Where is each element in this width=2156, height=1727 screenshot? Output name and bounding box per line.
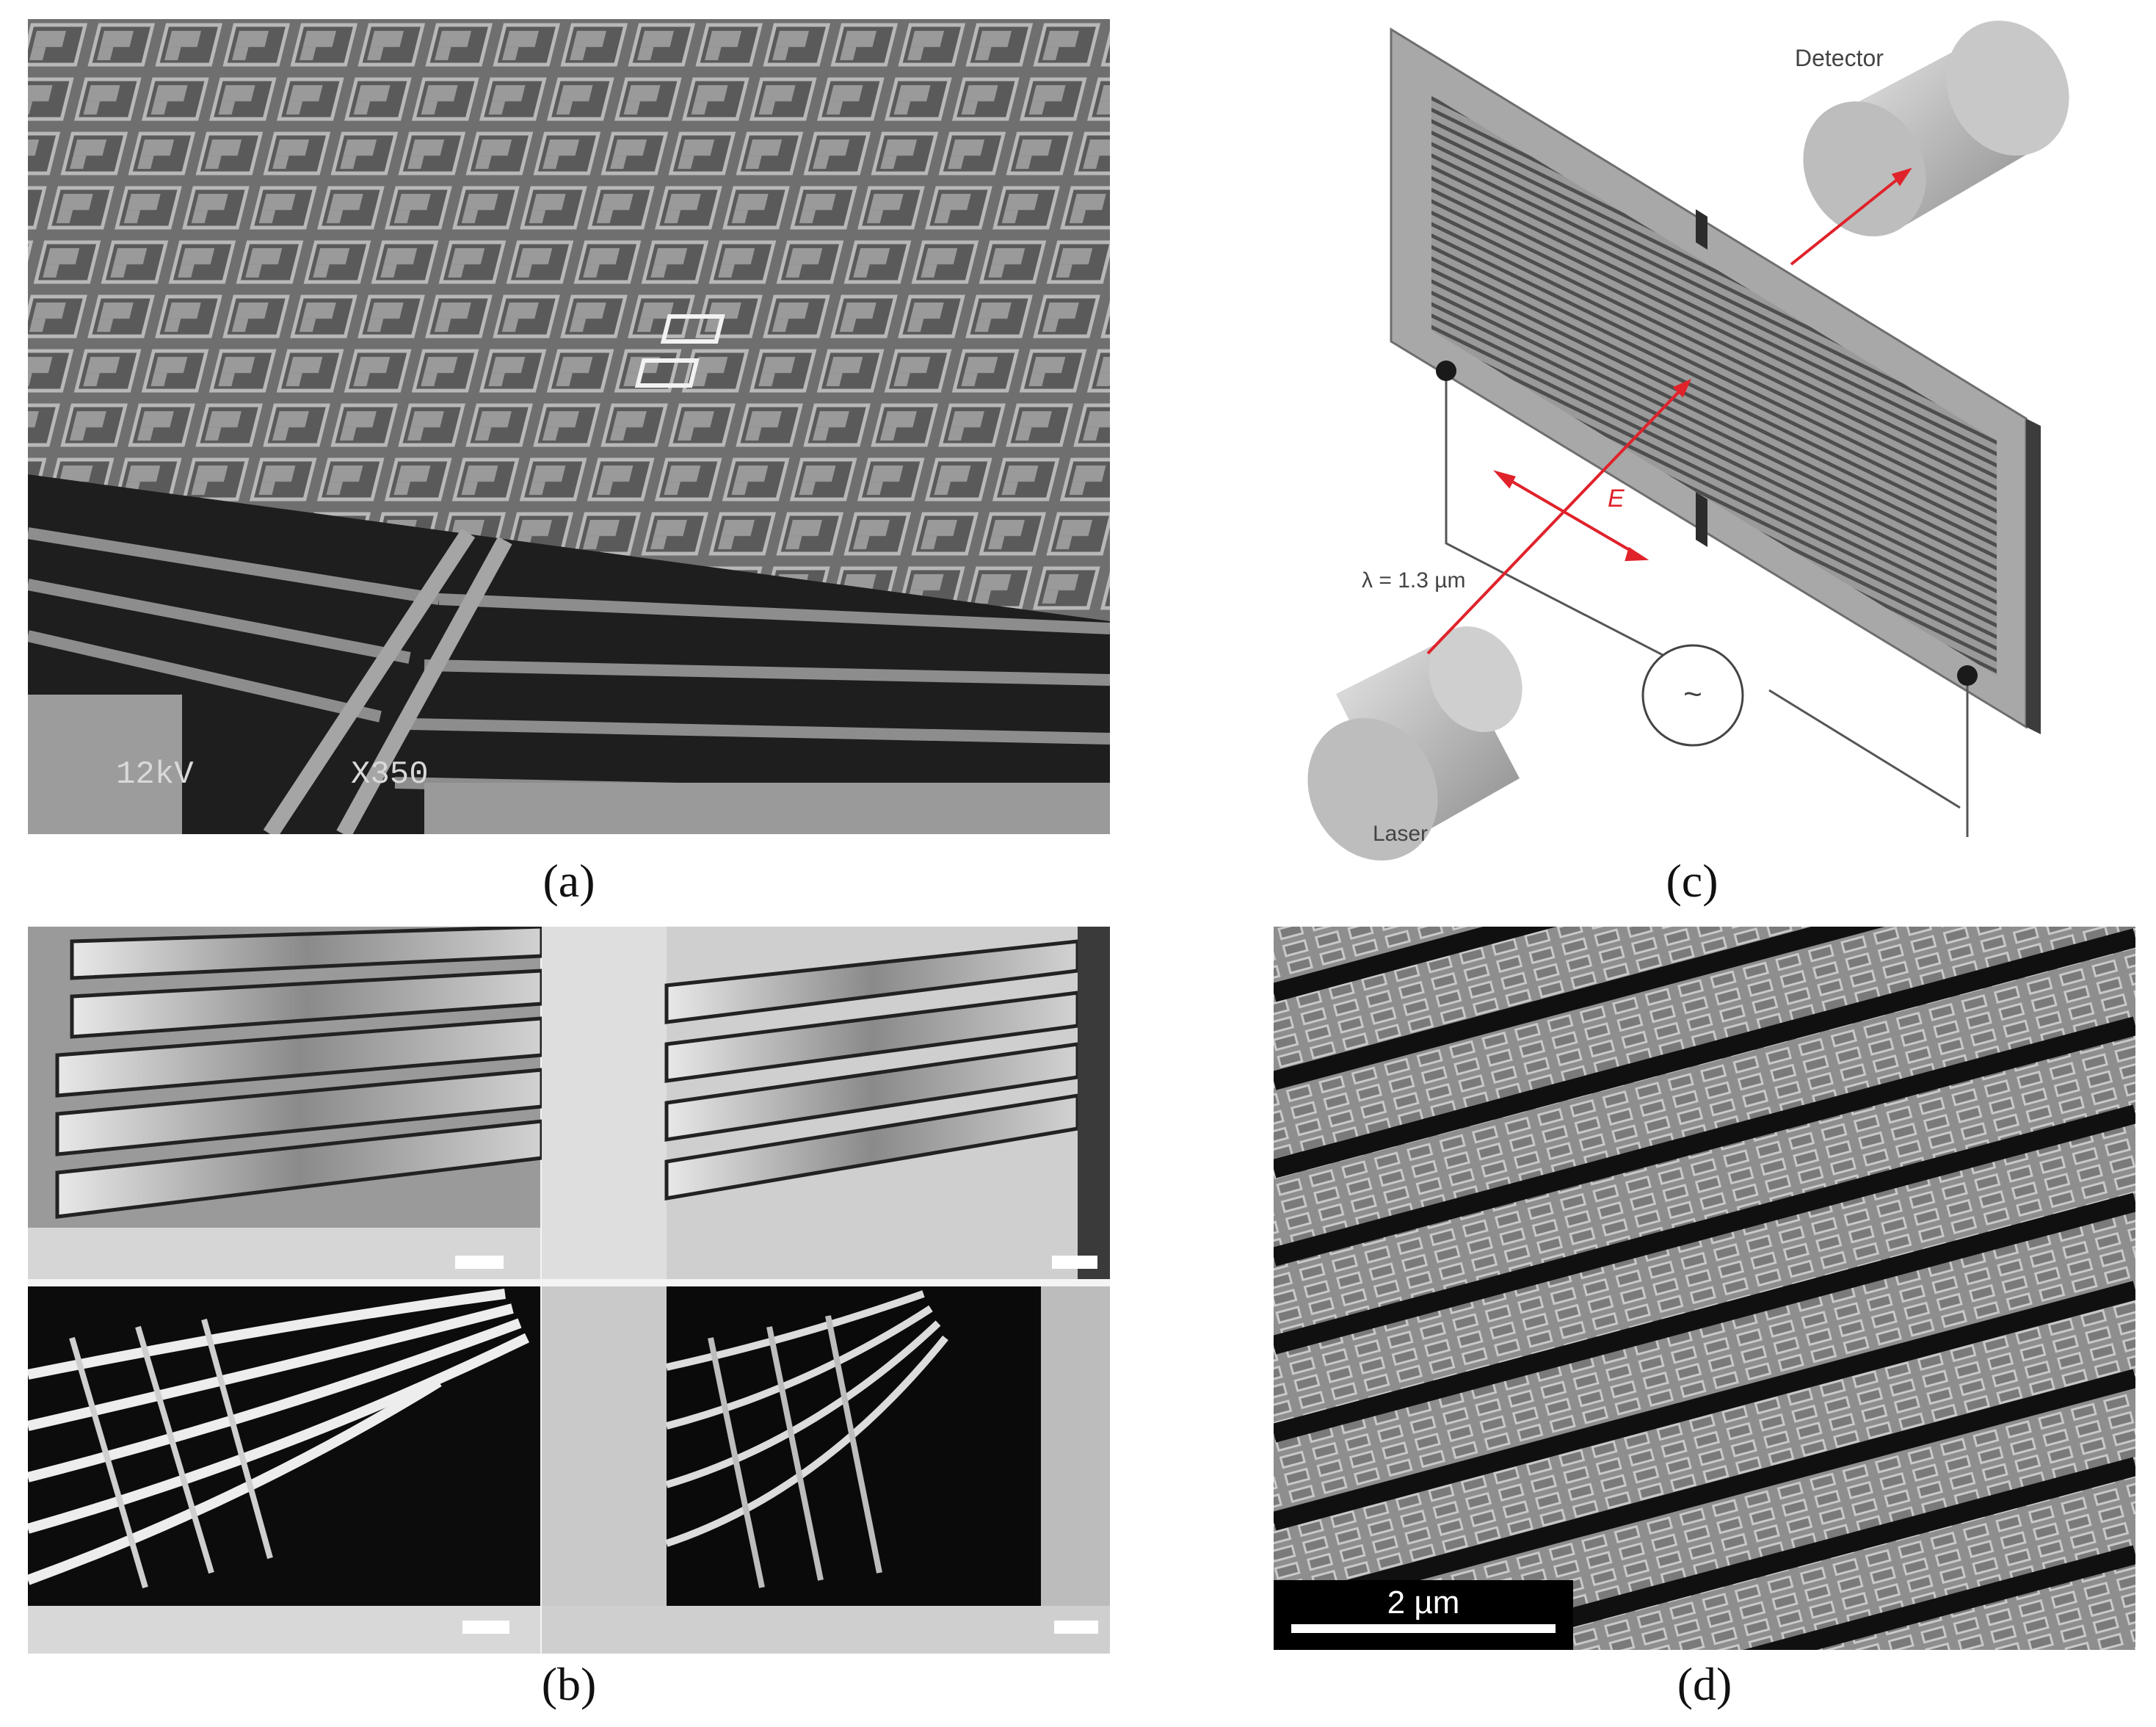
field-label: E [1608, 485, 1625, 513]
panel-a-caption: (a) [542, 855, 595, 907]
scale-bar: 2 µm [1274, 1580, 1573, 1650]
laser-label: Laser [1373, 822, 1428, 846]
ac-source-symbol [1641, 644, 1744, 747]
detector-cylinder [1803, 21, 2069, 236]
wavelength-label: λ = 1.3 µm [1362, 568, 1466, 593]
detector-label: Detector [1795, 45, 1884, 71]
panel-d-caption: (d) [1677, 1658, 1732, 1710]
panel-b-caption: (b) [541, 1658, 597, 1710]
panel-b-subimage-2 [542, 927, 1110, 1279]
panel-b-subimage-1 [28, 927, 544, 1279]
scale-bar-label: 2 µm [1387, 1585, 1460, 1621]
ac-source-tilde: ~ [1683, 676, 1702, 712]
panel-d-image: 2 µm [1274, 927, 2135, 1650]
sem-voltage-label: 12kV [116, 756, 194, 793]
panel-b-image [28, 927, 1110, 1654]
laser-cylinder [1307, 626, 1522, 861]
panel-c-diagram: ~ E λ = 1.3 µm Detector Laser [1226, 7, 2070, 874]
panel-b-subimage-3 [28, 1286, 540, 1654]
panel-a-image: 12kV X350 [28, 19, 1110, 834]
panel-b-subimage-4 [542, 1286, 1110, 1654]
panel-c-caption: (c) [1666, 855, 1718, 907]
sem-magnification-label: X350 [351, 756, 429, 793]
